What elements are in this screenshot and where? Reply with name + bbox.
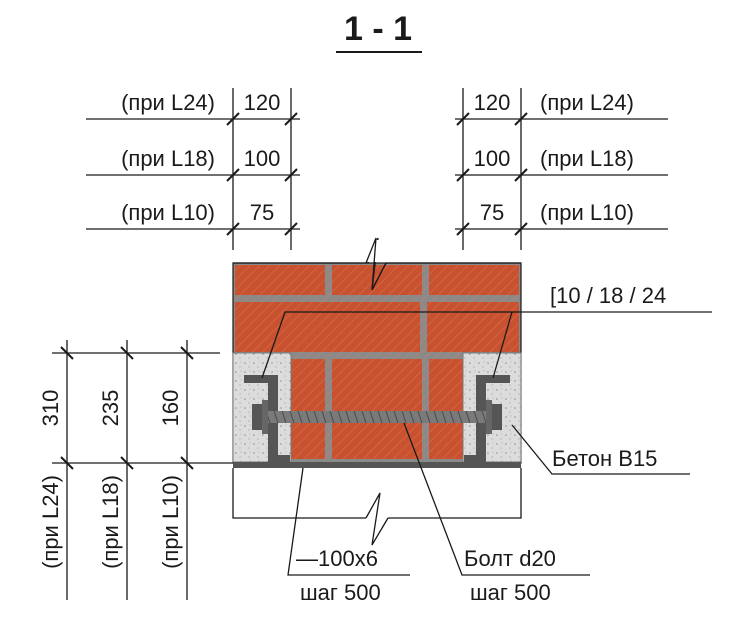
dim-label: (при L18) xyxy=(98,475,123,569)
callout-concrete-text: Бетон В15 xyxy=(552,446,657,471)
steel-plate xyxy=(233,462,521,468)
dim-value: 75 xyxy=(250,200,274,225)
callout-bolt: Болт d20 шаг 500 xyxy=(403,422,590,605)
callout-plate: —100x6 шаг 500 xyxy=(287,467,410,605)
dim-value: 235 xyxy=(98,390,123,427)
callout-bolt-line1: Болт d20 xyxy=(464,546,556,571)
dim-label: (при L24) xyxy=(121,90,215,115)
callout-channel: [10 / 18 / 24 xyxy=(261,283,712,379)
dim-value: 120 xyxy=(244,90,281,115)
dim-value: 160 xyxy=(158,390,183,427)
washer-right xyxy=(486,400,492,434)
callout-plate-line2: шаг 500 xyxy=(300,580,381,605)
nut-left xyxy=(252,404,262,430)
dim-label: (при L24) xyxy=(540,90,634,115)
lower-wall-left xyxy=(232,468,366,519)
washer-left xyxy=(262,400,268,434)
callout-channel-text: [10 / 18 / 24 xyxy=(550,283,666,308)
callout-concrete: Бетон В15 xyxy=(511,424,690,475)
callout-bolt-line2: шаг 500 xyxy=(470,580,551,605)
dim-value: 100 xyxy=(474,146,511,171)
dim-label: (при L10) xyxy=(121,200,215,225)
dims-top-left: (при L24) 120 (при L18) 100 (при L10) 75 xyxy=(86,88,300,250)
dim-value: 75 xyxy=(480,200,504,225)
dim-label: (при L24) xyxy=(38,475,63,569)
dim-label: (при L18) xyxy=(121,146,215,171)
dim-label: (при L18) xyxy=(540,146,634,171)
dim-label: (при L10) xyxy=(540,200,634,225)
dims-top-right: 120 (при L24) 100 (при L18) 75 (при L10) xyxy=(455,88,668,250)
break-line-top xyxy=(233,237,521,291)
section-title: 1 - 1 xyxy=(344,10,412,48)
callout-plate-line1: —100x6 xyxy=(296,546,378,571)
dim-value: 100 xyxy=(244,146,281,171)
nut-right xyxy=(492,404,502,430)
lower-wall-right xyxy=(388,468,522,519)
dim-value: 120 xyxy=(474,90,511,115)
bolt xyxy=(252,400,502,434)
break-line-top-mark xyxy=(365,237,387,291)
break-line-bottom xyxy=(365,492,389,546)
dim-value: 310 xyxy=(38,390,63,427)
dim-label: (при L10) xyxy=(158,475,183,569)
dims-left: 310 (при L24) 235 (при L18) 160 (при L10… xyxy=(38,340,233,600)
